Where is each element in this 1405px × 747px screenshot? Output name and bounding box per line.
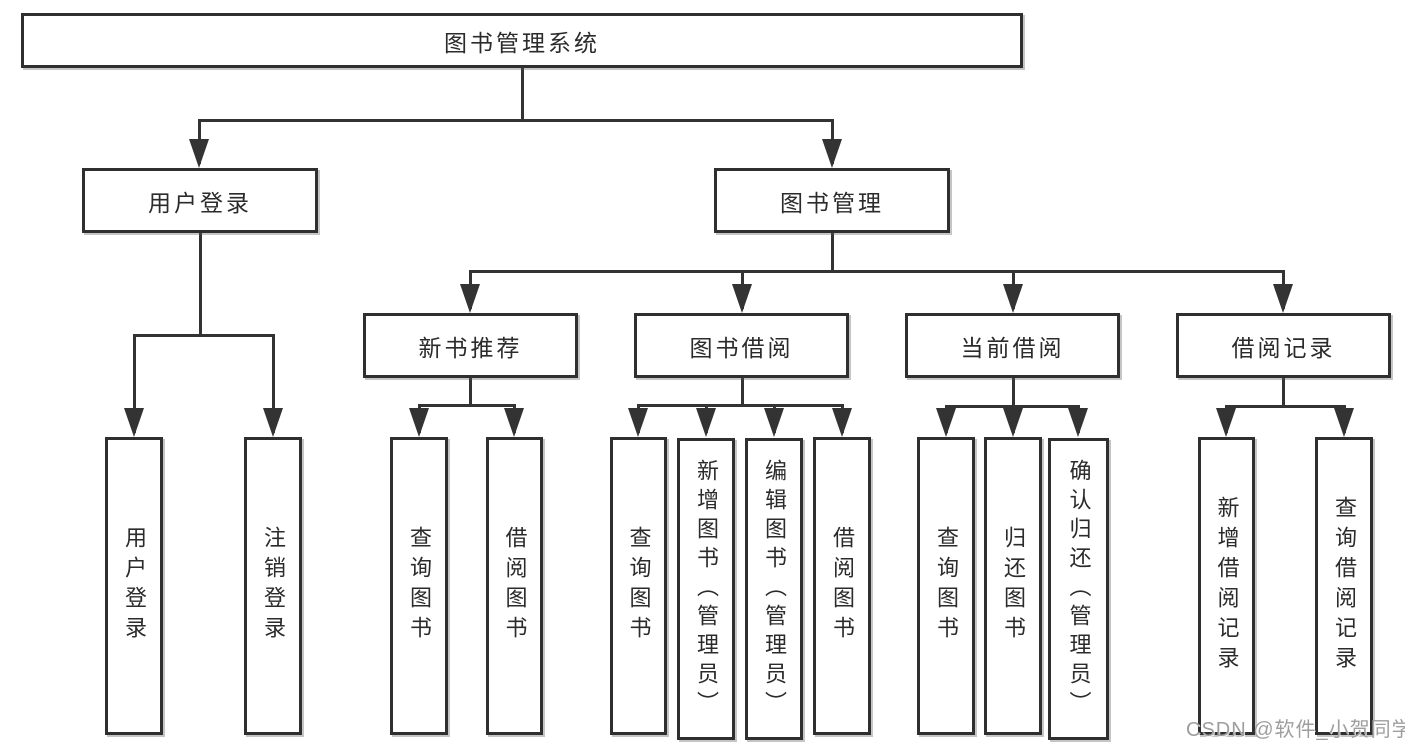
node-label: 图书管理系统 xyxy=(444,29,600,56)
node-book-borrowing: 图书借阅 xyxy=(634,313,849,378)
arrow-down-icon xyxy=(628,408,648,437)
arrow-down-icon xyxy=(936,408,956,437)
node-leaf-user-login: 用户登录 xyxy=(105,437,163,735)
arrow-down-icon xyxy=(1216,408,1236,437)
arrow-down-icon xyxy=(1003,284,1023,313)
arrow-down-icon xyxy=(263,408,283,437)
arrow-down-icon xyxy=(1068,408,1088,437)
connector-line-vertical xyxy=(741,378,744,405)
connector-line-horizontal xyxy=(1225,405,1346,408)
node-label: 新增图书（管理员） xyxy=(694,458,719,720)
arrow-down-icon xyxy=(409,408,429,437)
node-leaf-return-books: 归还图书 xyxy=(984,437,1042,735)
node-label: 当前借阅 xyxy=(960,334,1065,361)
node-label: 查询图书 xyxy=(407,526,432,646)
connector-line-vertical xyxy=(199,233,202,335)
arrow-down-icon xyxy=(832,408,852,437)
node-leaf-add-borrow-record: 新增借阅记录 xyxy=(1198,437,1255,735)
arrow-down-icon xyxy=(732,284,752,313)
node-leaf-logout: 注销登录 xyxy=(244,437,302,735)
node-label: 编辑图书（管理员） xyxy=(762,458,787,720)
arrow-down-icon xyxy=(1003,408,1023,437)
connector-line-vertical xyxy=(521,68,524,120)
connector-line-horizontal xyxy=(418,404,516,407)
node-label: 借阅记录 xyxy=(1231,334,1336,361)
arrow-down-icon xyxy=(1334,408,1354,437)
node-label: 用户登录 xyxy=(122,526,147,646)
arrow-down-icon xyxy=(460,284,480,313)
node-leaf-query-books-1: 查询图书 xyxy=(390,437,448,735)
node-label: 新书推荐 xyxy=(418,334,523,361)
connector-line-horizontal xyxy=(198,119,834,122)
node-label: 新增借阅记录 xyxy=(1214,496,1240,676)
connector-line-horizontal xyxy=(133,334,275,337)
node-borrowing-records: 借阅记录 xyxy=(1176,313,1391,378)
arrow-down-icon xyxy=(124,408,144,437)
node-leaf-add-books-admin: 新增图书（管理员） xyxy=(677,438,735,740)
node-label: 查询借阅记录 xyxy=(1332,496,1357,676)
node-label: 用户登录 xyxy=(148,189,252,216)
node-system-root: 图书管理系统 xyxy=(21,13,1023,68)
node-leaf-query-books-2: 查询图书 xyxy=(610,437,667,735)
node-book-management: 图书管理 xyxy=(714,168,950,233)
connector-line-vertical xyxy=(1282,378,1285,406)
connector-line-vertical xyxy=(831,233,834,271)
node-label: 图书借阅 xyxy=(689,334,794,361)
node-leaf-query-borrow-record: 查询借阅记录 xyxy=(1315,437,1373,735)
connector-line-vertical xyxy=(1012,378,1015,406)
node-leaf-borrow-books-2: 借阅图书 xyxy=(813,437,871,735)
node-user-login: 用户登录 xyxy=(82,168,318,233)
node-label: 图书管理 xyxy=(780,189,884,216)
node-new-book-recommend: 新书推荐 xyxy=(363,313,578,378)
node-label: 归还图书 xyxy=(1001,526,1026,646)
node-label: 查询图书 xyxy=(934,526,959,646)
node-leaf-confirm-return-admin: 确认归还（管理员） xyxy=(1048,438,1109,740)
arrow-down-icon xyxy=(696,408,716,437)
node-leaf-query-books-3: 查询图书 xyxy=(917,437,975,735)
node-label: 查询图书 xyxy=(626,526,652,646)
connector-line-horizontal xyxy=(637,404,844,407)
node-current-borrowing: 当前借阅 xyxy=(905,313,1120,378)
node-label: 借阅图书 xyxy=(502,526,528,646)
node-leaf-edit-books-admin: 编辑图书（管理员） xyxy=(745,438,803,740)
connector-line-vertical xyxy=(272,335,275,433)
connector-line-vertical xyxy=(133,335,136,433)
node-leaf-borrow-books-1: 借阅图书 xyxy=(486,437,543,735)
arrow-down-icon xyxy=(504,408,524,437)
arrow-down-icon xyxy=(764,408,784,437)
arrow-down-icon xyxy=(1273,284,1293,313)
connector-line-vertical xyxy=(469,378,472,405)
connector-line-horizontal xyxy=(469,270,1285,273)
csdn-watermark: CSDN @软件_小贺同学 xyxy=(1186,719,1405,741)
arrow-down-icon xyxy=(189,139,209,168)
node-label: 注销登录 xyxy=(261,526,286,646)
node-label: 确认归还（管理员） xyxy=(1066,458,1092,720)
node-label: 借阅图书 xyxy=(830,526,855,646)
arrow-down-icon xyxy=(822,139,842,168)
